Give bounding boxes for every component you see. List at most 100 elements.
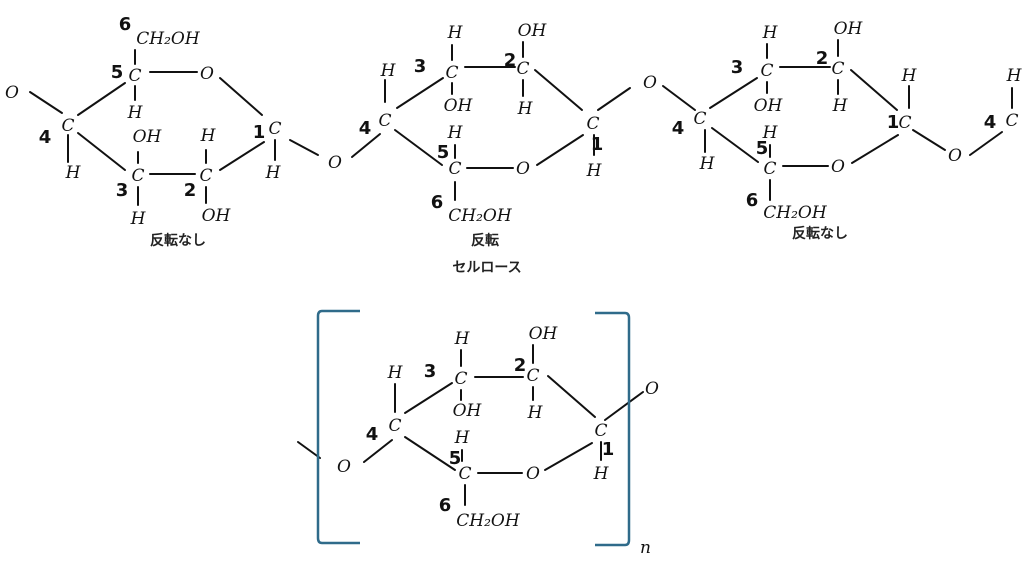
hydrogen-label: H (387, 363, 404, 383)
bond-line (969, 131, 1003, 156)
bond-line (711, 127, 759, 163)
hydrogen-label: H (447, 23, 464, 43)
carbon-locant-number: 4 (984, 112, 997, 133)
caption-unit1: 反転なし (150, 232, 206, 249)
carbon-1-label: C (898, 113, 911, 133)
hydrogen-label: H (832, 96, 849, 116)
bond-line (363, 439, 393, 463)
carbon-locant-number: 5 (437, 142, 450, 163)
carbon-2-label: C (526, 366, 539, 386)
bridge-oxygen-label: O (643, 73, 657, 93)
carbon-locant-number: 6 (746, 190, 759, 211)
carbon-locant-number: 6 (431, 192, 444, 213)
bond-line (77, 82, 126, 116)
bond-line (297, 441, 321, 459)
hydroxyl-label: OH (444, 96, 474, 116)
carbon-1-label: C (586, 114, 599, 134)
carbon-5-label: C (763, 159, 776, 179)
hydroxyl-label: OH (133, 127, 163, 147)
carbon-3-label: C (131, 166, 144, 186)
bridge-oxygen-label: O (948, 146, 962, 166)
bond-line (219, 141, 265, 171)
carbon-3-label: C (760, 61, 773, 81)
bridge-oxygen-label: O (5, 83, 19, 103)
right-bracket (595, 311, 631, 547)
carbon-locant-number: 1 (253, 122, 266, 143)
carbon-4-label: C (378, 111, 391, 131)
carbon-locant-number: 3 (414, 56, 427, 77)
carbon-locant-number: 4 (366, 424, 379, 445)
carbon-4-label: C (1005, 111, 1018, 131)
repeat-subscript-n: n (640, 538, 651, 558)
carbon-1-label: C (594, 421, 607, 441)
bond-line (851, 134, 899, 164)
ch2oh-group-label: CH₂OH (136, 29, 201, 49)
carbon-locant-number: 2 (816, 48, 829, 69)
hydrogen-label: H (527, 403, 544, 423)
hydrogen-label: H (200, 126, 217, 146)
carbon-locant-number: 2 (514, 355, 527, 376)
carbon-4-label: C (61, 116, 74, 136)
bond-line (597, 87, 631, 111)
hydrogen-label: H (699, 154, 716, 174)
bond-line (404, 382, 453, 414)
hydroxyl-label: OH (202, 206, 232, 226)
hydrogen-label: H (65, 163, 82, 183)
carbon-locant-number: 3 (424, 361, 437, 382)
hydrogen-label: H (447, 123, 464, 143)
caption-unit2: 反転 (471, 232, 499, 249)
bond-line (394, 129, 443, 166)
carbon-locant-number: 4 (39, 127, 52, 148)
bond-line (912, 129, 946, 151)
hydroxyl-label: OH (518, 21, 548, 41)
carbon-locant-number: 5 (449, 448, 462, 469)
hydroxyl-label: OH (453, 401, 483, 421)
hydrogen-label: H (1006, 66, 1023, 86)
ring-oxygen-label: O (516, 159, 530, 179)
ch2oh-group-label: CH₂OH (448, 206, 513, 226)
hydrogen-label: H (380, 61, 397, 81)
hydroxyl-label: OH (834, 19, 864, 39)
bridge-oxygen-label: O (328, 153, 342, 173)
carbon-5-label: C (458, 464, 471, 484)
bond-line (850, 69, 898, 111)
carbon-2-label: C (199, 166, 212, 186)
hydroxyl-label: OH (529, 324, 559, 344)
bond-line (534, 69, 583, 111)
carbon-locant-number: 2 (504, 50, 517, 71)
hydrogen-label: H (901, 66, 918, 86)
carbon-locant-number: 1 (602, 439, 615, 460)
left-bracket (316, 309, 360, 545)
hydrogen-label: H (762, 123, 779, 143)
bond-line (29, 91, 63, 114)
hydrogen-label: H (593, 464, 610, 484)
carbon-locant-number: 6 (439, 495, 452, 516)
bond-line (547, 375, 596, 418)
carbon-2-label: C (516, 59, 529, 79)
ring-oxygen-label: O (526, 464, 540, 484)
hydrogen-label: H (127, 103, 144, 123)
bond-line (396, 77, 444, 109)
bridge-oxygen-label: O (645, 379, 659, 399)
carbon-1-label: C (268, 119, 281, 139)
hydrogen-label: H (517, 99, 534, 119)
bond-line (709, 77, 758, 109)
bond-line (289, 139, 319, 156)
bond-line (662, 85, 696, 111)
carbon-3-label: C (445, 63, 458, 83)
ch2oh-group-label: CH₂OH (456, 511, 521, 531)
ch2oh-group-label: CH₂OH (763, 203, 828, 223)
hydrogen-label: H (265, 163, 282, 183)
bond-line (219, 77, 263, 116)
bond-line (77, 132, 126, 171)
carbon-3-label: C (454, 369, 467, 389)
carbon-locant-number: 5 (756, 138, 769, 159)
hydrogen-label: H (586, 161, 603, 181)
carbon-5-label: C (448, 159, 461, 179)
hydrogen-label: H (454, 428, 471, 448)
bridge-oxygen-label: O (337, 457, 351, 477)
carbon-locant-number: 3 (116, 180, 129, 201)
bond-line (544, 442, 593, 471)
caption-unit3: 反転なし (792, 225, 848, 242)
